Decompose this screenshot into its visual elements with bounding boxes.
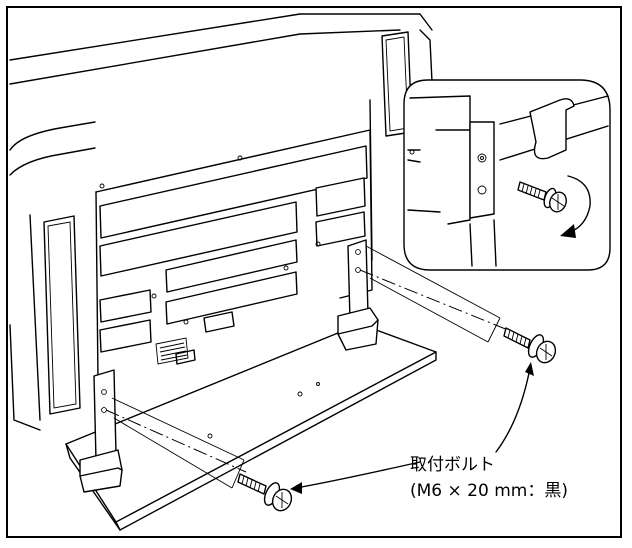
detail-inset [403, 79, 611, 271]
stand-base [65, 323, 437, 531]
bolt-icon [237, 473, 293, 512]
insertion-axis-right [359, 269, 509, 331]
callout-title: 取付ボルト [410, 455, 495, 475]
insertion-axis-left [105, 409, 247, 473]
callout-spec: (M6 × 20 mm：黒) [410, 481, 568, 501]
tv-housing [9, 13, 433, 431]
stand-post-left [79, 369, 123, 493]
bolt-icon [503, 327, 557, 364]
back-panel [95, 99, 373, 381]
rotation-arrow-icon [560, 175, 591, 238]
leader-arrow-icon [290, 362, 534, 494]
mounting-bolt-callout: 取付ボルト (M6 × 20 mm：黒) [410, 452, 568, 504]
stand-post-right [337, 239, 379, 351]
vent-mesh [155, 337, 189, 365]
